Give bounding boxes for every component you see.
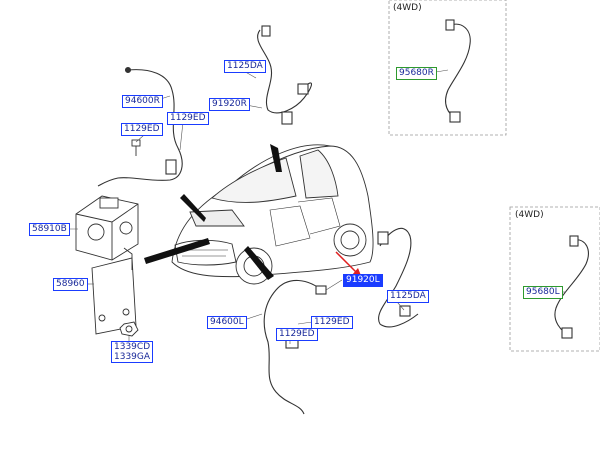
- inset-title-right: (4WD): [515, 210, 544, 220]
- wire-91920r: [257, 25, 313, 125]
- location-pointers: [144, 144, 282, 280]
- part-label-1339ga: 1339GA: [114, 352, 151, 362]
- vehicle-illustration: [171, 144, 374, 285]
- bracket-illustration: [91, 247, 137, 335]
- wire-95680l: [554, 235, 589, 339]
- part-label-1129ed-upper[interactable]: 1129ED: [167, 112, 209, 125]
- part-label-58960[interactable]: 58960: [53, 278, 88, 291]
- part-label-1125da-top[interactable]: 1125DA: [224, 60, 266, 73]
- inset-box-4wd-left-sensor: [509, 206, 600, 352]
- part-label-91920r[interactable]: 91920R: [209, 98, 250, 111]
- wire-94600l: [263, 279, 327, 415]
- abs-module-illustration: [75, 195, 139, 261]
- part-label-95680l[interactable]: 95680L: [523, 286, 563, 299]
- wire-95680r: [445, 19, 471, 123]
- inset-title-top-right: (4WD): [393, 3, 422, 13]
- wire-91920l: [377, 227, 419, 328]
- part-label-1339cd: 1339CD: [114, 342, 151, 352]
- part-label-94600r[interactable]: 94600R: [122, 95, 163, 108]
- part-label-91920l[interactable]: 91920L: [343, 274, 383, 287]
- bolt-1339-illustration: [119, 321, 139, 337]
- part-label-58910b[interactable]: 58910B: [29, 223, 70, 236]
- part-label-1125da-right[interactable]: 1125DA: [387, 290, 429, 303]
- part-label-95680r[interactable]: 95680R: [396, 67, 437, 80]
- inset-box-4wd-right-sensor: [388, 0, 507, 136]
- part-label-1129ed-left[interactable]: 1129ED: [121, 123, 163, 136]
- part-label-94600l[interactable]: 94600L: [207, 316, 247, 329]
- wire-94600r: [97, 66, 183, 187]
- bolt-1129ed-left-illustration: [131, 139, 141, 156]
- part-label-1339-pair[interactable]: 1339CD 1339GA: [111, 341, 154, 363]
- part-label-1129ed-lower2[interactable]: 1129ED: [276, 328, 318, 341]
- part-label-1129ed-lower[interactable]: 1129ED: [311, 316, 353, 329]
